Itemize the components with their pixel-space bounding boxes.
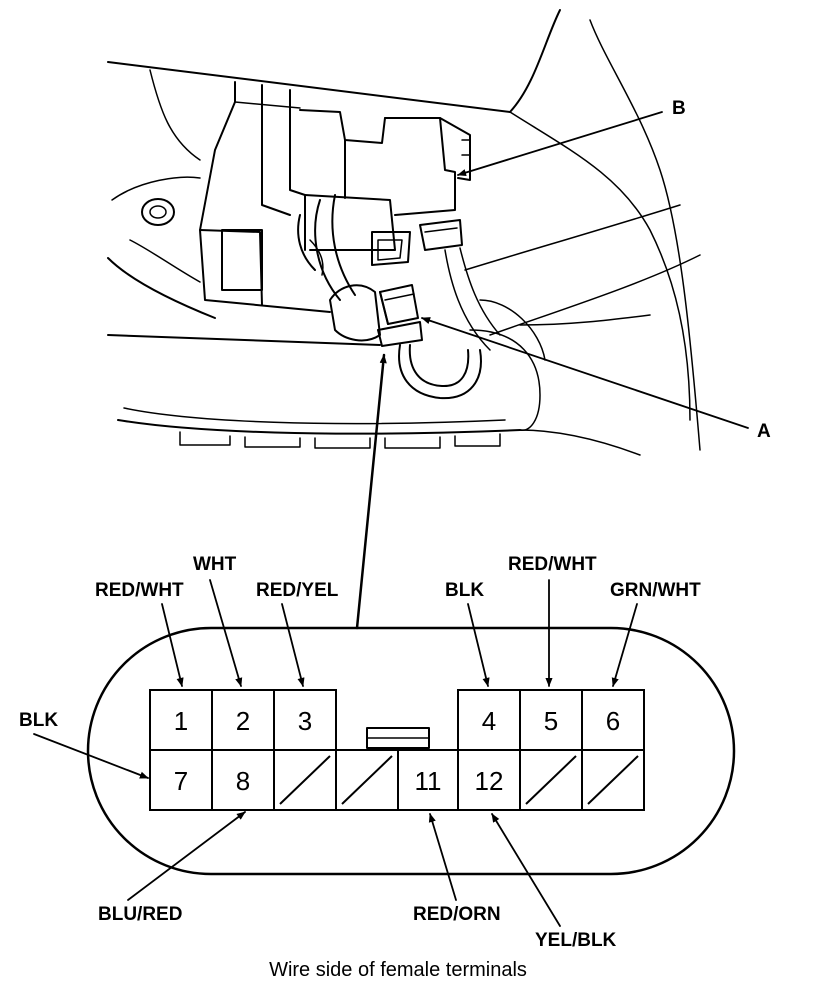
callout-a: A	[421, 317, 771, 442]
terminal-5: 5	[544, 706, 558, 736]
connector-housing	[86, 626, 736, 876]
wire-label-6: GRN/WHT	[610, 580, 701, 687]
svg-text:YEL/BLK: YEL/BLK	[535, 930, 617, 951]
wire-label-5: RED/WHT	[508, 554, 597, 687]
terminal-6: 6	[606, 706, 620, 736]
terminal-8: 8	[236, 766, 250, 796]
diagram-caption: Wire side of female terminals	[269, 959, 527, 981]
wire-label-11: RED/ORN	[413, 813, 501, 925]
terminal-12: 12	[475, 766, 504, 796]
svg-text:RED/WHT: RED/WHT	[95, 580, 184, 601]
terminal-7: 7	[174, 766, 188, 796]
callout-a-label: A	[757, 421, 771, 442]
terminal-3: 3	[298, 706, 312, 736]
wire-label-8: BLU/RED	[98, 811, 246, 925]
svg-text:GRN/WHT: GRN/WHT	[610, 580, 701, 601]
terminal-4: 4	[482, 706, 496, 736]
connector-face: 1 2 3 4 5 6 7 8 11 12	[86, 626, 736, 876]
terminal-11: 11	[415, 766, 442, 796]
wire-label-1: RED/WHT	[95, 580, 184, 687]
terminal-1: 1	[174, 706, 188, 736]
svg-text:BLU/RED: BLU/RED	[98, 904, 182, 925]
connector-pointer-arrow	[355, 353, 387, 630]
wire-label-3: RED/YEL	[256, 580, 339, 687]
terminal-2: 2	[236, 706, 250, 736]
wire-label-7: BLK	[19, 710, 149, 779]
svg-text:RED/WHT: RED/WHT	[508, 554, 597, 575]
callout-b: B	[457, 98, 686, 177]
unused-cavities	[279, 755, 639, 805]
svg-text:BLK: BLK	[445, 580, 484, 601]
callout-b-label: B	[672, 98, 686, 119]
wire-label-4: BLK	[445, 580, 490, 687]
wire-label-2: WHT	[193, 554, 243, 687]
svg-text:RED/ORN: RED/ORN	[413, 904, 501, 925]
svg-text:RED/YEL: RED/YEL	[256, 580, 339, 601]
dashboard-illustration	[107, 9, 701, 456]
svg-text:WHT: WHT	[193, 554, 237, 575]
wire-label-12: YEL/BLK	[491, 813, 617, 951]
svg-text:BLK: BLK	[19, 710, 58, 731]
